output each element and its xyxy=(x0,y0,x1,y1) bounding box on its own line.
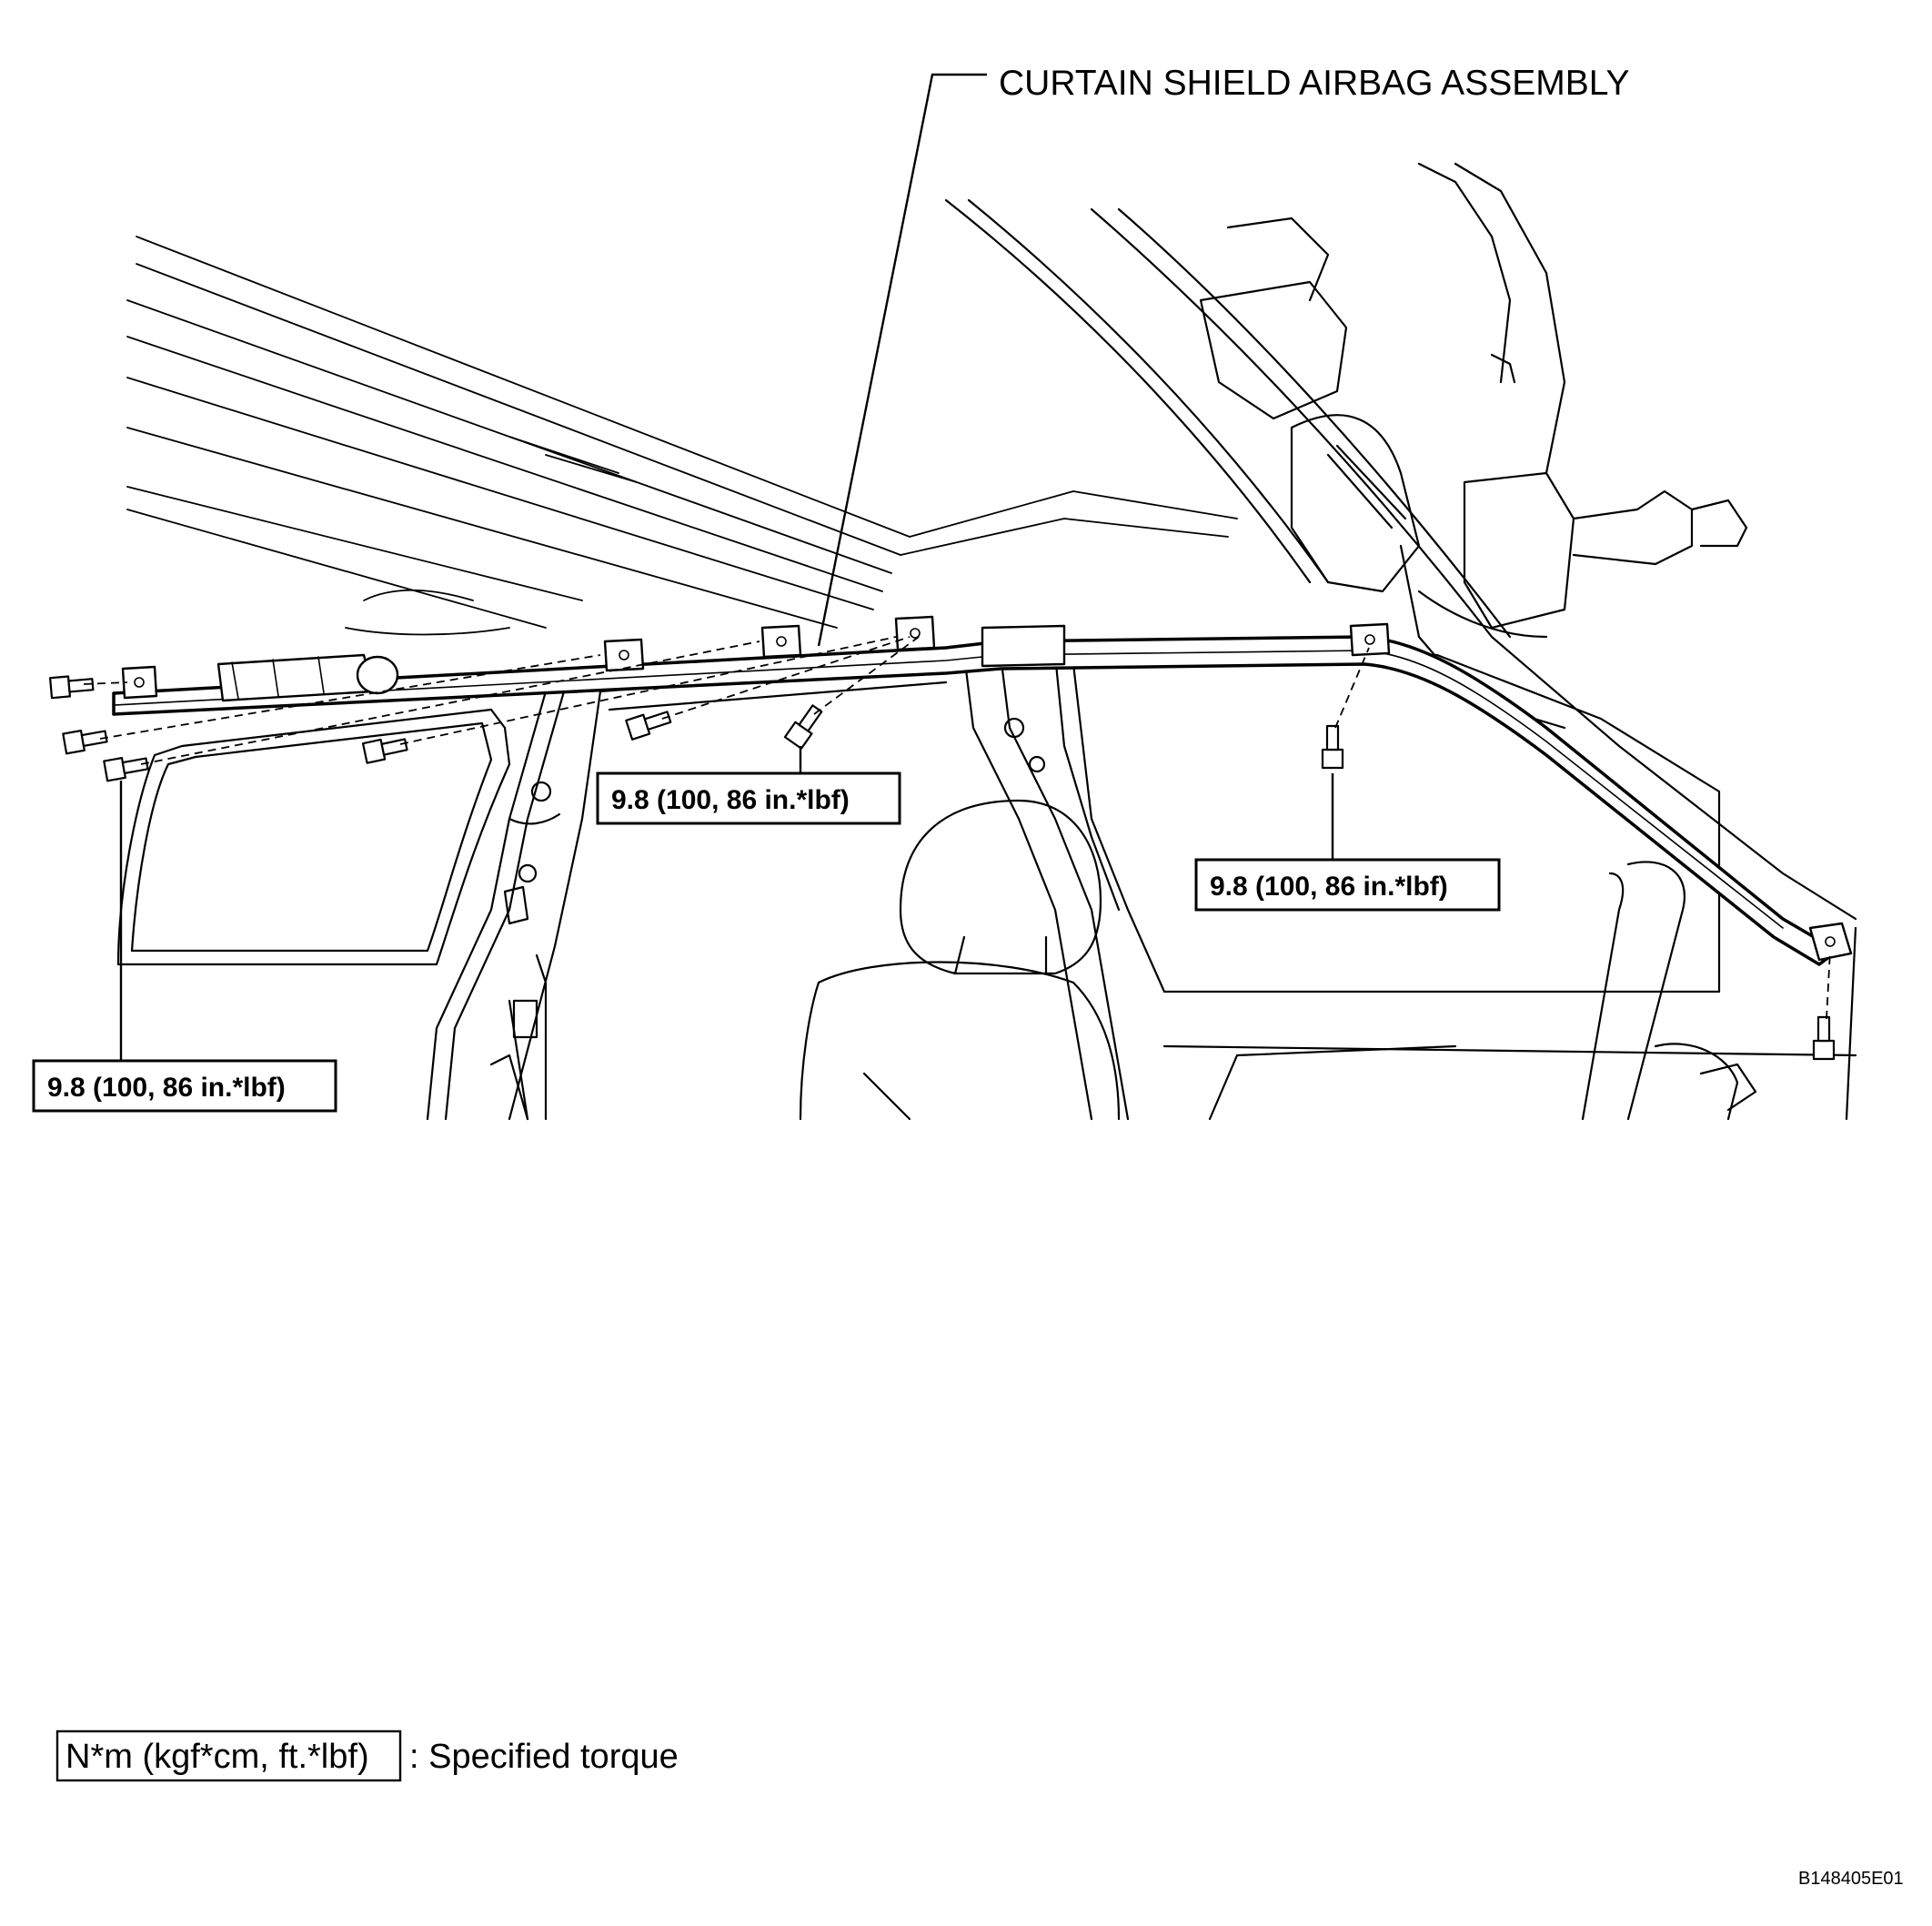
pillar-structures xyxy=(426,653,1130,1121)
leader-lines xyxy=(119,73,1334,1072)
bolt-icon xyxy=(1812,1015,1836,1061)
bolt-icon xyxy=(625,711,672,741)
legend-unit-box: N*m (kgf*cm, ft.*lbf) xyxy=(65,1738,369,1776)
front-seat xyxy=(799,799,1121,1121)
assembly-label: CURTAIN SHIELD AIRBAG ASSEMBLY xyxy=(999,64,1630,103)
torque-value: 9.8 (100, 86 in.*lbf) xyxy=(47,1073,286,1103)
bolt-icon xyxy=(48,675,95,700)
bolt-guide-lines xyxy=(83,636,1831,1020)
torque-callout-front: 9.8 (100, 86 in.*lbf) xyxy=(1194,858,1501,912)
mounting-bolts xyxy=(48,675,1836,1061)
b-pillar-seatbelt xyxy=(508,953,548,1121)
rear-quarter-window xyxy=(116,708,511,966)
roof-panel-lines xyxy=(126,236,1238,636)
steering-wheel xyxy=(1581,861,1757,1121)
torque-callout-quarter: 9.8 (100, 86 in.*lbf) xyxy=(32,1059,337,1113)
front-door-frame xyxy=(1072,653,1857,1121)
bolt-icon xyxy=(1321,724,1344,770)
torque-value: 9.8 (100, 86 in.*lbf) xyxy=(1210,872,1448,902)
bolt-icon xyxy=(361,738,408,764)
legend: N*m (kgf*cm, ft.*lbf) : Specified torque xyxy=(55,1729,679,1782)
curtain-airbag-assembly xyxy=(112,615,1853,966)
mounting-tabs xyxy=(121,615,1853,962)
torque-callout-rear: 9.8 (100, 86 in.*lbf) xyxy=(596,771,901,825)
torque-value: 9.8 (100, 86 in.*lbf) xyxy=(611,785,850,815)
bolt-icon xyxy=(103,757,149,782)
legend-description: : Specified torque xyxy=(409,1738,679,1776)
figure-code: B148405E01 xyxy=(1798,1869,1904,1889)
bolt-icon xyxy=(62,730,108,755)
